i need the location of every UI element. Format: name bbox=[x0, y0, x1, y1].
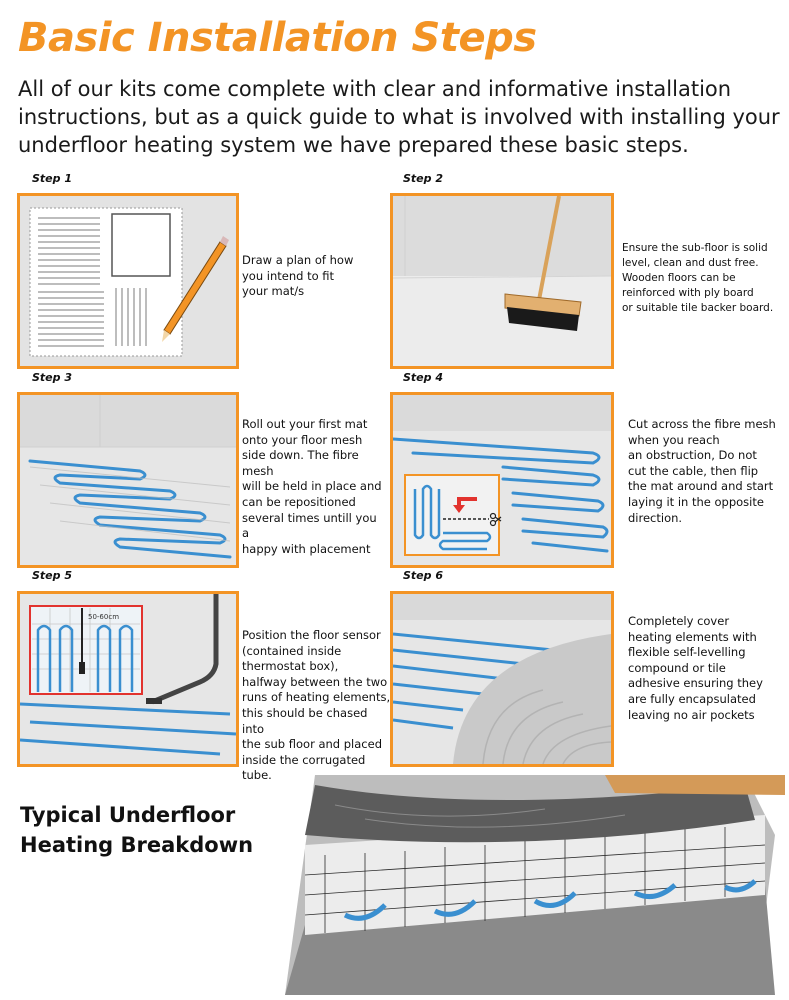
step-5-text: Position the floor sensor (contained ins… bbox=[242, 628, 391, 783]
step-2-text: Ensure the sub-floor is solid level, cle… bbox=[622, 242, 774, 314]
broom-icon bbox=[504, 196, 582, 331]
step-1-illustration bbox=[17, 193, 239, 369]
page-title: Basic Installation Steps bbox=[18, 15, 537, 61]
step-4-label: Step 4 bbox=[403, 371, 443, 384]
step-5-inset-label: 50-60cm bbox=[88, 613, 119, 621]
step-6-illustration bbox=[390, 591, 614, 767]
step-5-illustration: 50-60cm bbox=[17, 591, 239, 767]
step-3-label: Step 3 bbox=[32, 371, 72, 384]
step-1-label: Step 1 bbox=[32, 172, 72, 185]
step-5-label: Step 5 bbox=[32, 569, 72, 582]
step-3-text: Roll out your first mat onto your floor … bbox=[242, 417, 382, 556]
step-4-text: Cut across the fibre mesh when you reach… bbox=[628, 417, 776, 525]
breakdown-illustration bbox=[285, 775, 785, 1000]
step-1-text: Draw a plan of how you intend to fit you… bbox=[242, 253, 354, 299]
step-2-illustration bbox=[390, 193, 614, 369]
scissors-icon bbox=[489, 512, 502, 527]
pencil-icon bbox=[162, 236, 229, 342]
step-2-label: Step 2 bbox=[403, 172, 443, 185]
step-6-text: Completely cover heating elements with f… bbox=[628, 614, 763, 722]
intro-text: All of our kits come complete with clear… bbox=[18, 77, 780, 157]
step-3-illustration bbox=[17, 392, 239, 568]
step-6-label: Step 6 bbox=[403, 569, 443, 582]
turn-arrow-icon bbox=[453, 497, 477, 513]
step-4-illustration bbox=[390, 392, 614, 568]
breakdown-title: Typical Underfloor Heating Breakdown bbox=[20, 803, 254, 857]
